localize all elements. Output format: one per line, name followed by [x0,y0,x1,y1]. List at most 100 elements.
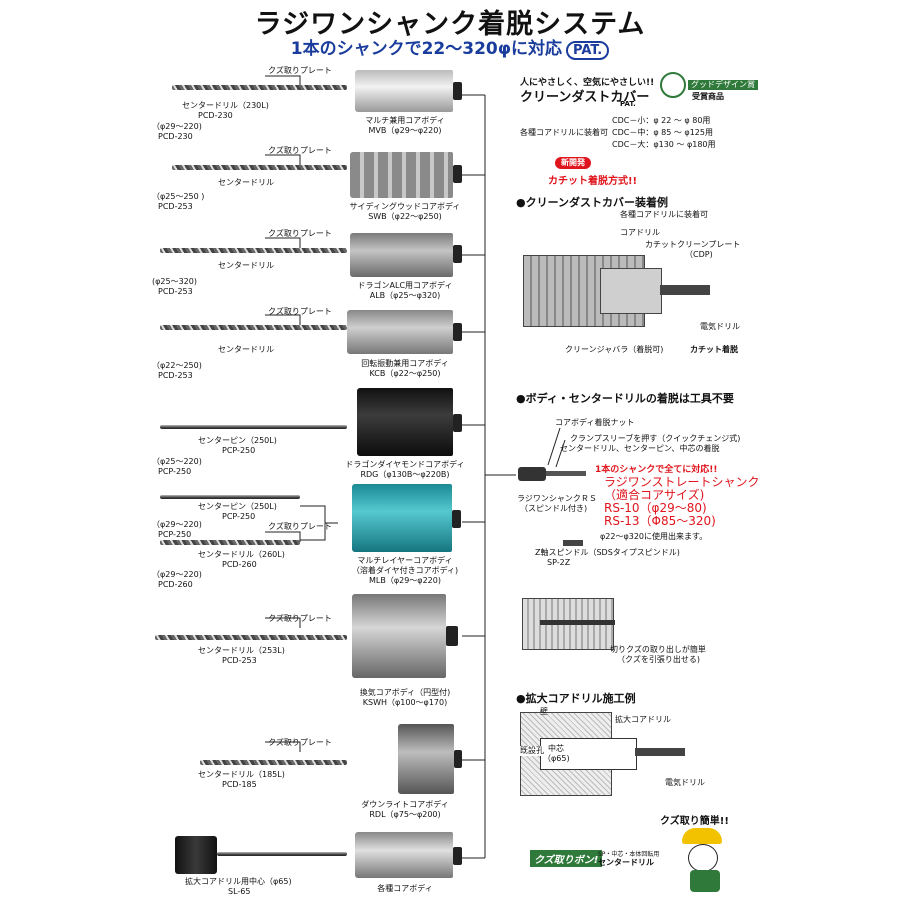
plate-label: クズ取りプレート [268,229,332,238]
chip-text2: （クズを引張り出せる) [617,655,700,664]
kcb-body-image [347,310,453,354]
dust-cover-size: CDC－中：φ 85 ～ φ125用 [612,128,713,137]
mascot-face-icon [688,844,718,872]
dust-cover-mount: 各種コアドリルに装着可 [520,128,608,137]
various-body-image [355,832,453,878]
center-drill-253-image [155,635,347,640]
section1-label: カチット着脱 [690,345,738,354]
pat-badge: PAT. [566,41,610,60]
pin-code: PCP-250 [158,467,192,476]
pin-name: センターピン（250L) [198,502,277,511]
drill-code: PCD-260 [222,560,257,569]
section2-title: ●ボディ・センタードリルの着脱は工具不要 [516,392,734,405]
expansion-drill-diagram [635,748,685,756]
drill-name: センタードリル（185L) [198,770,285,779]
dust-cover-diagram-drill [660,285,710,295]
body-cap [453,82,462,100]
plate-label: クズ取りプレート [268,66,332,75]
center-drill-image [172,165,347,170]
body-spec: （溶着ダイヤ付きコアボディ) [351,566,459,575]
section2-sleeve2: センタードリル、センターピン、中芯の着脱 [560,444,720,453]
drill-code: PCD-253 [158,287,193,296]
body-cap [453,165,462,183]
drill-code: PCD-260 [158,580,193,589]
section1-title: ●クリーンダストカバー装着例 [516,196,669,209]
drill-name: センタードリル（230L) [182,101,269,110]
body-name: マルチレイヤーコアボディ [357,556,453,565]
section1-label: （CDP) [685,250,713,259]
expansion-center-body-image [175,836,217,874]
mvb-body-image [355,70,453,112]
pin-size: （φ29～220) [152,520,202,529]
section1-label: 電気ドリル [700,322,740,331]
swb-body-image [350,152,453,198]
alb-body-image [350,233,453,277]
body-spec: SWB（φ22～φ250) [368,212,442,221]
chip-text1: 切りクズの取り出しが簡単 [610,645,706,654]
section1-label: クリーンジャバラ（着脱可) [565,345,664,354]
plate-label: クズ取りプレート [268,522,332,531]
section2-sleeve: クランプスリーブを押す（クイックチェンジ式) [570,434,741,443]
body-name: ドラゴンALC用コアボディ [357,281,453,290]
existing-hole-label: 既設孔 [520,746,544,756]
drill-name: センタードリル [218,345,274,354]
kswh-body-image [352,594,446,678]
section2-nut: コアボディ着脱ナット [555,418,635,427]
center-drill-image [160,248,347,253]
body-spec: RDL（φ75～φ200) [369,810,441,819]
body-cap [453,245,462,263]
drill-name: センタードリル（260L) [198,550,285,559]
fit-label: （適合コアサイズ) [604,488,705,502]
body-name: 換気コアボディ（円型付) [359,688,451,697]
body-spec: RDG（φ130B～φ220B) [360,470,450,479]
shank-shaft-image [546,471,586,476]
center-drill-185-image [200,760,347,765]
section1-label: カチットクリーンプレート [645,240,741,249]
new-badge: 新開発 [555,157,591,169]
dust-cover-size: CDC－小：φ 22 ～ φ 80用 [612,116,711,125]
pin-code: PCP-250 [158,530,192,539]
shank-image [518,467,546,481]
drill-size: （φ22～250) [152,361,202,370]
drill-code: PCD-253 [158,202,193,211]
z-spindle-name: Z軸スピンドル（SDSタイプスピンドル) [535,548,680,557]
center-core-label: 中芯 [548,744,564,753]
click-method: カチット着脱方式!! [548,176,638,187]
drill-name: センタードリル [218,261,274,270]
straight-shank: ラジワンストレートシャンク [604,475,760,489]
body-spec: KCB（φ22～φ250) [369,369,441,378]
pin-name: センターピン（250L) [198,436,277,445]
mlb-body-image [352,484,452,552]
body-name: マルチ兼用コアボディ [365,116,445,125]
pin-code: PCP-250 [222,512,256,521]
body-cap [453,414,462,432]
electric-drill-label: 電気ドリル [665,778,705,787]
z-spindle-code: SP-2Z [547,558,571,567]
body-cap [453,323,462,341]
drill-name: センタードリル [218,178,274,187]
drill-name: センタードリル（253L) [198,646,285,655]
dust-cover-diagram-plate [600,268,662,314]
wall-label: 壁 [540,707,548,716]
plate-label: クズ取りプレート [268,146,332,155]
rs10-spec: RS-10（φ29～80) [604,501,707,515]
section1-subtitle: 各種コアドリルに装着可 [620,210,708,219]
center-pin-image [160,425,347,429]
dust-cover-tagline: 人にやさしく、空気にやさしい!! [520,78,655,88]
award-line1: グッドデザイン賞 [688,80,758,90]
plate-label: クズ取りプレート [268,738,332,747]
promo-caption2: センタードリル [598,858,654,867]
promo-caption1: SP・中芯・本体回転用 [598,851,660,858]
body-spec: KSWH（φ100～φ170) [362,698,448,707]
page-title: ラジワンシャンク着脱システム [254,9,646,40]
subtitle-text: 1本のシャンクで22～320φに対応 [290,39,563,59]
section2-all: 1本のシャンクで全てに対応!! [595,465,718,475]
body-name: ドラゴンダイヤモンドコアボディ [345,460,465,469]
dust-cover-name: クリーンダストカバー [520,90,650,105]
expansion-core-diagram [540,738,637,770]
rdl-body-image [398,724,454,794]
drill-size: （φ29～220) [152,122,202,131]
pin-size: （φ25～220) [152,457,202,466]
